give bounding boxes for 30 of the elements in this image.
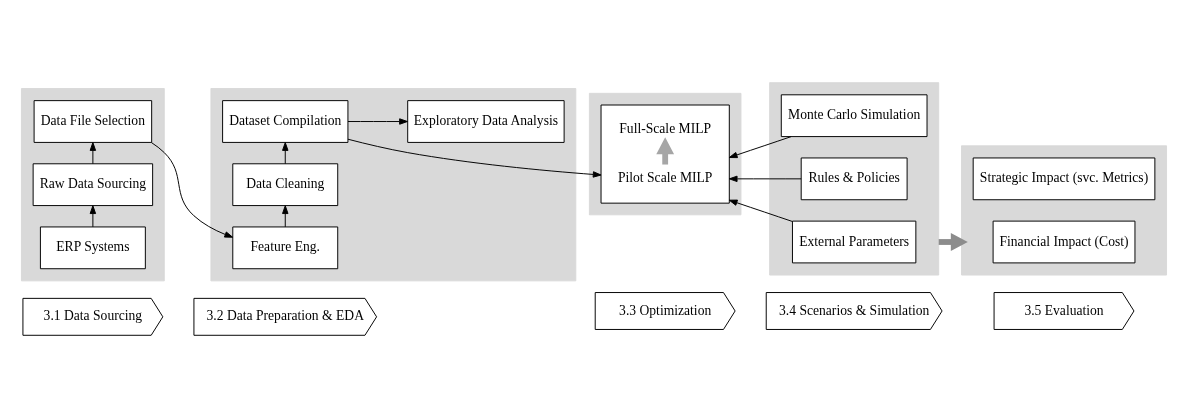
cluster [600,104,730,204]
node-box: Feature Eng. [232,225,339,269]
cluster [588,92,742,215]
arrow [89,204,97,227]
arrow [728,199,793,222]
arrow [282,141,289,164]
node-text: Full-Scale MILP [619,120,712,136]
node-box: Financial Impact (Cost) [992,220,1136,263]
cluster [210,87,577,281]
cluster [769,81,940,276]
node-box: Data Cleaning [232,162,339,206]
arrow [151,141,234,238]
arrow [347,138,602,178]
node-text: Pilot Scale MILP [617,169,713,185]
node-box: Dataset Compilation [222,99,349,143]
node-box: ERP Systems [39,225,146,269]
arrow [89,141,97,164]
node-box: Exploratory Data Analysis [407,99,565,143]
arrow [728,135,792,158]
node-box: Raw Data Sourcing [32,162,154,206]
node-box: Data File Selection [33,99,153,143]
node-box: Monte Carlo Simulation [780,93,928,137]
arrow [347,117,408,125]
node-box: Strategic Impact (svc. Metrics) [972,156,1156,200]
cluster [21,87,165,281]
arrow [282,204,289,227]
node-box: External Parameters [791,220,917,263]
node-box: Rules & Policies [800,156,908,200]
cluster [961,144,1167,276]
arrow [728,175,802,182]
